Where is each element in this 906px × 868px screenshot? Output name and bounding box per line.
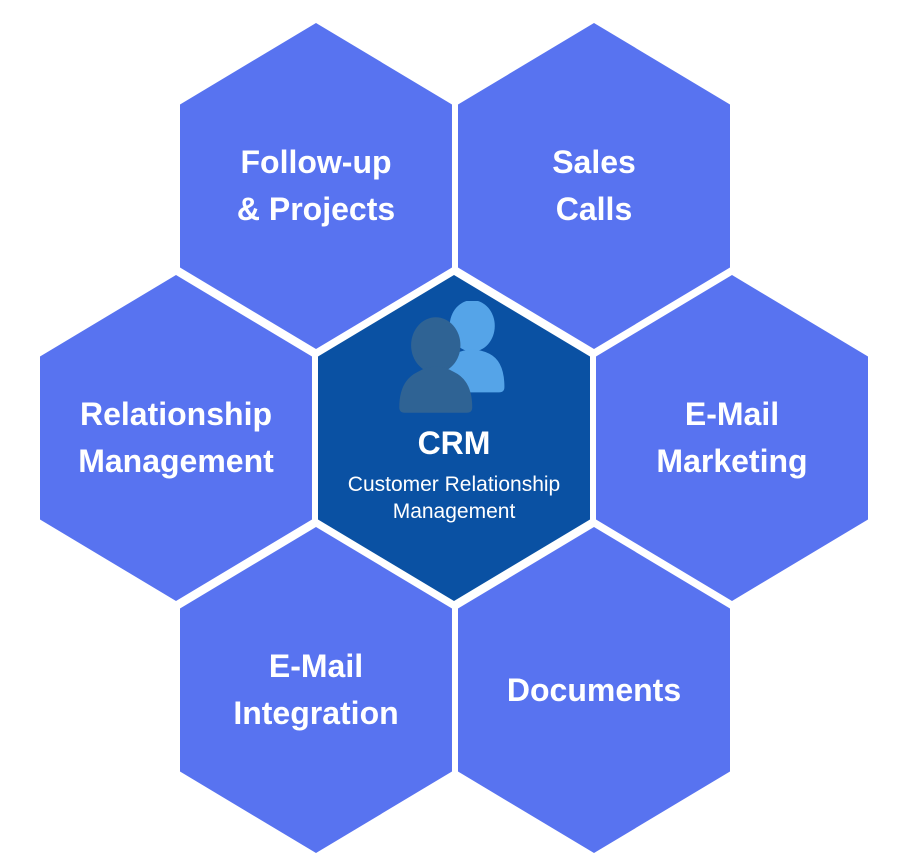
hexagon-label: E-Mail Marketing xyxy=(656,391,807,485)
label-line-2: & Projects xyxy=(236,191,396,227)
label-line-2: Marketing xyxy=(656,443,808,479)
subtitle-line-2: Management xyxy=(392,500,516,523)
center-title: CRM xyxy=(417,425,491,461)
hexagon-e-mail-integration: E-Mail Integration xyxy=(180,527,452,853)
person-front-silhouette xyxy=(399,317,473,413)
label-line-1: E-Mail xyxy=(684,396,780,432)
hexagon-relationship-management: Relationship Management xyxy=(40,275,312,601)
hexagon-label: E-Mail Integration xyxy=(233,643,398,737)
subtitle-line-1: Customer Relationship xyxy=(347,473,561,496)
hexagon-sales-calls: Sales Calls xyxy=(458,23,730,349)
hexagon-e-mail-marketing: E-Mail Marketing xyxy=(596,275,868,601)
hexagon-crm-center: CRM Customer Relationship Management xyxy=(318,275,590,601)
hexagon-label: Follow-up & Projects xyxy=(237,139,395,233)
label-line-2: Integration xyxy=(233,695,399,731)
hexagon-follow-up-projects: Follow-up & Projects xyxy=(180,23,452,349)
label-line-2: Calls xyxy=(555,191,633,227)
label-line-1: Sales xyxy=(552,144,636,180)
hexagon-documents: Documents xyxy=(458,527,730,853)
center-subtitle: Customer Relationship Management xyxy=(348,471,560,525)
hexagon-label: Sales Calls xyxy=(552,139,636,233)
label-line-2: Management xyxy=(78,443,274,479)
hexagon-label: Relationship Management xyxy=(78,391,274,485)
label-line-1: Follow-up xyxy=(240,144,392,180)
hexagon-label: Documents xyxy=(507,667,681,714)
label-line-1: Relationship xyxy=(79,396,272,432)
people-icon xyxy=(399,301,505,413)
label-line-1: E-Mail xyxy=(268,648,364,684)
label-line-1: Documents xyxy=(506,671,682,708)
